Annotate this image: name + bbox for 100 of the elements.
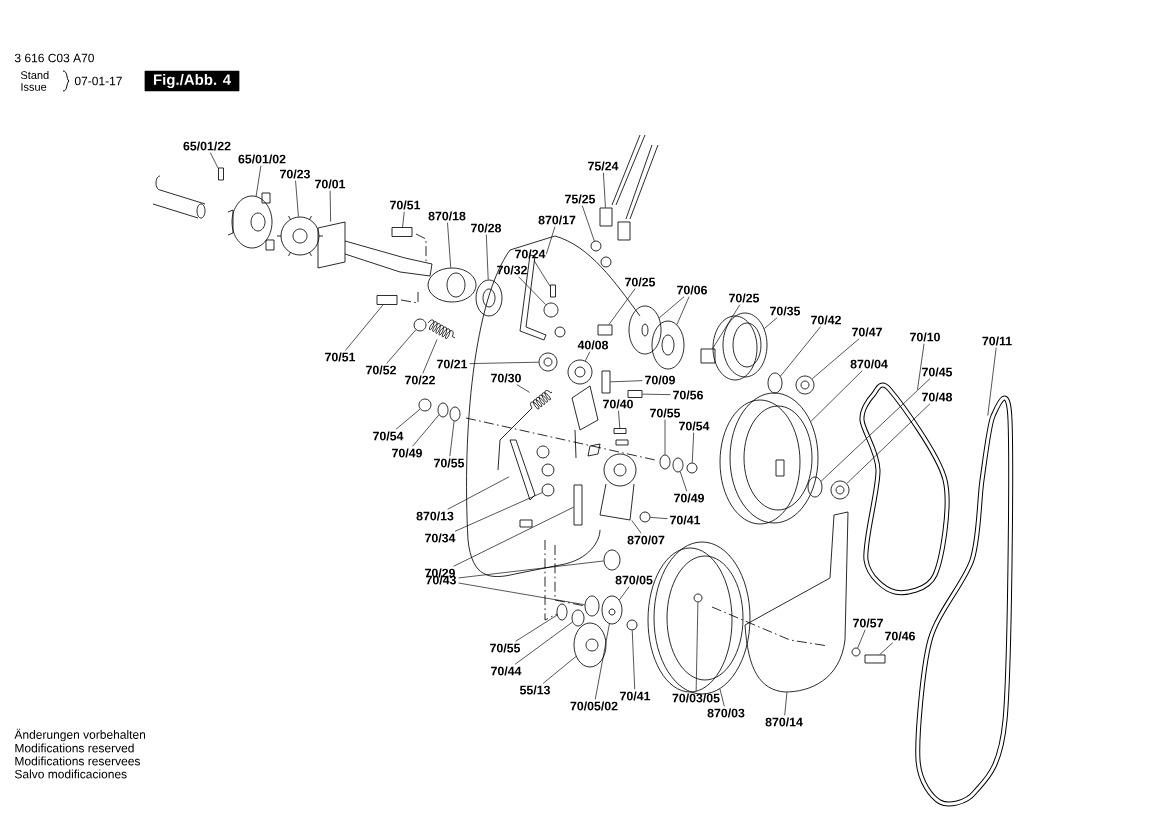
- callout-number: 70/55: [650, 408, 681, 418]
- leader-line: [650, 517, 668, 519]
- callout-number: 70/28: [471, 223, 502, 233]
- leader-line: [469, 361, 539, 364]
- leader-line: [618, 410, 621, 429]
- washer: [659, 454, 671, 470]
- leader-line: [395, 408, 421, 430]
- callout-number: 70/40: [603, 399, 633, 409]
- callout-number: 70/42: [811, 315, 841, 325]
- callout-number: 70/48: [922, 392, 953, 402]
- leader-line: [811, 338, 860, 380]
- callout-number: 70/06: [677, 285, 707, 295]
- leader-line: [447, 476, 510, 510]
- callout-number: 70/32: [497, 265, 527, 275]
- callout-number: 65/01/22: [183, 141, 231, 151]
- callout-number: 40/08: [577, 340, 609, 350]
- roller: [567, 359, 593, 385]
- nut: [686, 462, 698, 474]
- nut: [795, 375, 815, 395]
- callout-number: 70/24: [515, 249, 546, 259]
- leader-line: [691, 432, 695, 463]
- screw: [864, 654, 886, 664]
- screw: [391, 227, 413, 237]
- leader-line: [458, 582, 585, 606]
- washer: [571, 609, 585, 627]
- leader-line: [412, 414, 440, 447]
- leader-line: [608, 288, 636, 325]
- callout-number: 70/41: [620, 691, 651, 701]
- callout-number: 70/45: [922, 367, 953, 377]
- callout-number: 70/44: [491, 666, 522, 676]
- leader-line: [719, 688, 725, 707]
- callout-number: 70/56: [673, 390, 703, 400]
- washer: [437, 402, 449, 418]
- leader-line: [764, 317, 778, 329]
- note: Modifications reservees: [15, 756, 140, 766]
- leader-line: [255, 165, 262, 197]
- leader-line: [581, 205, 595, 242]
- leader-line: [917, 343, 925, 390]
- gear: [573, 622, 607, 668]
- spacer: [597, 324, 613, 336]
- leader-line: [533, 260, 551, 287]
- issue-label: Issue: [21, 83, 47, 91]
- callout-number: 70/23: [280, 169, 310, 179]
- leader-line: [658, 296, 685, 319]
- callout-number: 870/07: [627, 535, 665, 545]
- callout-number: 70/51: [390, 200, 421, 210]
- spring-drawing: [497, 390, 553, 471]
- callout-number: 70/55: [490, 643, 521, 653]
- leader-line: [631, 520, 642, 534]
- nut: [413, 318, 427, 332]
- pin: [541, 483, 555, 497]
- callout-number: 65/01/02: [238, 154, 286, 164]
- hole: [693, 593, 703, 603]
- pulley-hub: [538, 352, 558, 372]
- callout-number: 70/05/02: [570, 701, 618, 711]
- set-screw: [218, 167, 224, 181]
- callout-number: 870/14: [765, 717, 803, 727]
- leader-line: [295, 180, 299, 217]
- callout-number: 70/49: [674, 493, 704, 503]
- part-number: 3 616 C03 A70: [14, 53, 94, 63]
- leader-line: [449, 420, 455, 457]
- leader-line: [642, 393, 671, 395]
- coupling: [231, 195, 273, 249]
- pulley: [722, 312, 768, 378]
- leader-line: [810, 370, 863, 422]
- callout-number: 75/25: [565, 194, 596, 204]
- circlip: [639, 511, 651, 523]
- callout-number: 870/03: [707, 708, 745, 718]
- callout-number: 70/25: [625, 277, 656, 287]
- figure-label: Fig./Abb. 4: [144, 70, 240, 92]
- leader-line: [603, 172, 606, 208]
- bearing: [475, 279, 503, 317]
- gear: [601, 595, 623, 625]
- washer: [628, 305, 662, 355]
- callout-number: 70/01: [315, 179, 346, 189]
- washer: [651, 320, 685, 370]
- callout-number: 70/47: [852, 327, 882, 337]
- screw: [627, 390, 643, 398]
- callout-number: 870/13: [416, 511, 454, 521]
- callout-number: 70/30: [491, 373, 521, 383]
- callout-number: 70/03/05: [672, 693, 720, 703]
- leader-line: [987, 347, 997, 416]
- callout-number: 70/49: [392, 448, 422, 458]
- leader-line: [485, 234, 489, 280]
- callout-number: 70/25: [729, 293, 760, 303]
- callout-number: 70/34: [425, 533, 456, 543]
- callout-number: 70/55: [434, 458, 465, 468]
- nut: [418, 398, 432, 412]
- callout-number: 870/04: [850, 359, 888, 369]
- leader-line: [542, 656, 577, 684]
- leader-line: [664, 419, 666, 455]
- callout-number: 70/09: [645, 375, 675, 385]
- callout-number: 70/35: [770, 306, 801, 316]
- spring-drawing: [427, 319, 456, 340]
- leader-line: [585, 351, 591, 362]
- callout-number: 70/51: [325, 352, 356, 362]
- leader-line: [619, 586, 630, 601]
- leader-line: [784, 692, 788, 716]
- leader-line: [402, 211, 405, 228]
- cable-sleeve: [599, 207, 613, 227]
